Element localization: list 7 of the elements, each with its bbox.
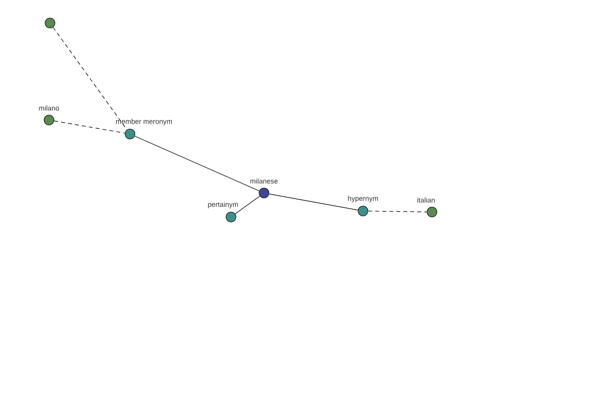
connector-line [234, 196, 260, 214]
graph-node [44, 18, 56, 28]
connector-line [268, 194, 358, 210]
connector-line [368, 210, 428, 212]
connector-line [54, 120, 126, 134]
connector-line [134, 136, 260, 192]
connector-line [52, 26, 128, 130]
